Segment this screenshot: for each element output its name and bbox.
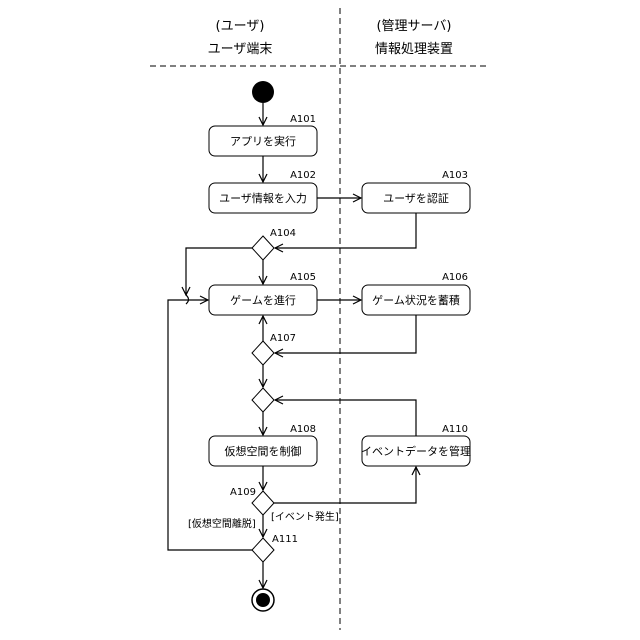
- final-node-core: [256, 593, 270, 607]
- step-id-a103: A103: [442, 170, 468, 181]
- server-lane-name: 情報処理装置: [375, 42, 453, 57]
- user-lane-role: (ユーザ): [216, 19, 265, 34]
- action-a102-label: ユーザ情報を入力: [219, 192, 307, 205]
- step-id-a105: A105: [290, 272, 316, 283]
- step-id-a107: A107: [270, 333, 296, 344]
- step-id-a109: A109: [230, 487, 256, 498]
- action-a106-label: ゲーム状況を蓄積: [372, 293, 460, 307]
- step-id-a102: A102: [290, 170, 316, 181]
- step-id-a111: A111: [272, 534, 298, 545]
- decision-a107: [252, 341, 274, 365]
- action-a110-label: イベントデータを管理: [361, 444, 471, 458]
- guard-leave-virtual-space: [仮想空間離脱]: [188, 517, 256, 530]
- flow-a103-to-a104: [275, 213, 416, 248]
- decision-a111: [252, 538, 274, 562]
- flow-a111-to-a105: [168, 300, 252, 550]
- action-a105-label: ゲームを進行: [230, 294, 296, 307]
- server-lane-role: (管理サーバ): [376, 19, 451, 34]
- step-id-a104: A104: [270, 228, 296, 239]
- step-id-a106: A106: [442, 272, 468, 283]
- action-a108-label: 仮想空間を制御: [225, 444, 302, 458]
- initial-node: [252, 81, 274, 103]
- decision-a104: [252, 236, 274, 260]
- guard-event-occurred: [イベント発生]: [271, 510, 339, 523]
- step-id-a101: A101: [290, 114, 316, 125]
- flow-a106-to-a107: [275, 315, 416, 353]
- step-id-a108: A108: [290, 424, 316, 435]
- action-a101-label: アプリを実行: [230, 134, 296, 148]
- step-id-a110: A110: [442, 424, 468, 435]
- user-lane-name: ユーザ端末: [208, 42, 273, 57]
- action-a103-label: ユーザを認証: [383, 191, 449, 205]
- flow-a109-to-a110: [274, 467, 416, 503]
- merge-node: [252, 388, 274, 412]
